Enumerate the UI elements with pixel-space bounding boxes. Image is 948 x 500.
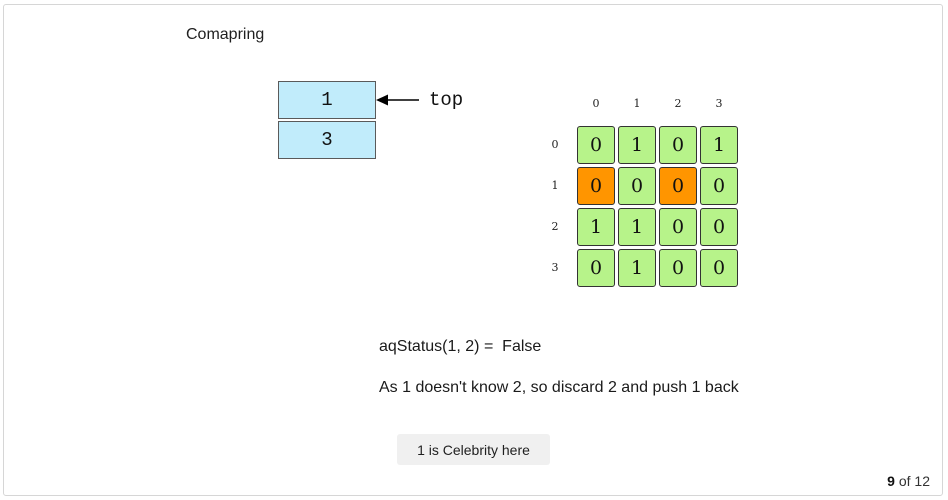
matrix-cell: 1: [577, 208, 615, 246]
slide-frame: [3, 4, 943, 496]
explanation-text: As 1 doesn't know 2, so discard 2 and pu…: [379, 379, 739, 396]
page-current: 9: [887, 473, 895, 489]
matrix-col-index: 3: [715, 97, 723, 110]
matrix-cell: 0: [577, 167, 615, 205]
matrix-row-index: 3: [551, 261, 559, 274]
matrix-row-index: 2: [551, 220, 559, 233]
matrix-cell: 0: [700, 249, 738, 287]
status-text: aqStatus(1, 2) = False: [379, 338, 542, 355]
matrix-col-index: 1: [633, 97, 641, 110]
matrix-cell: 0: [618, 167, 656, 205]
matrix-cell: 0: [659, 208, 697, 246]
page-separator: of: [898, 473, 911, 489]
matrix-col-index: 0: [592, 97, 600, 110]
page-total: 12: [914, 473, 930, 489]
matrix-cell: 0: [700, 167, 738, 205]
stack-cell-top: 1: [278, 81, 376, 119]
matrix-cell: 0: [659, 126, 697, 164]
result-badge: 1 is Celebrity here: [397, 434, 550, 465]
matrix-cell: 1: [618, 126, 656, 164]
matrix-cell: 0: [700, 208, 738, 246]
stack-cell-second: 3: [278, 121, 376, 159]
matrix-cell: 0: [659, 167, 697, 205]
matrix-cell: 1: [618, 249, 656, 287]
slide-heading: Comapring: [186, 26, 265, 43]
matrix-cell: 0: [577, 126, 615, 164]
top-label: top: [429, 89, 464, 111]
matrix-row-index: 1: [551, 179, 559, 192]
matrix-col-index: 2: [674, 97, 682, 110]
top-pointer-arrow-icon: [376, 94, 419, 106]
matrix-cell: 1: [700, 126, 738, 164]
matrix-cell: 0: [659, 249, 697, 287]
matrix-cell: 0: [577, 249, 615, 287]
matrix-cell: 1: [618, 208, 656, 246]
matrix-row-index: 0: [551, 138, 559, 151]
page-indicator: 9 of 12: [887, 473, 930, 489]
